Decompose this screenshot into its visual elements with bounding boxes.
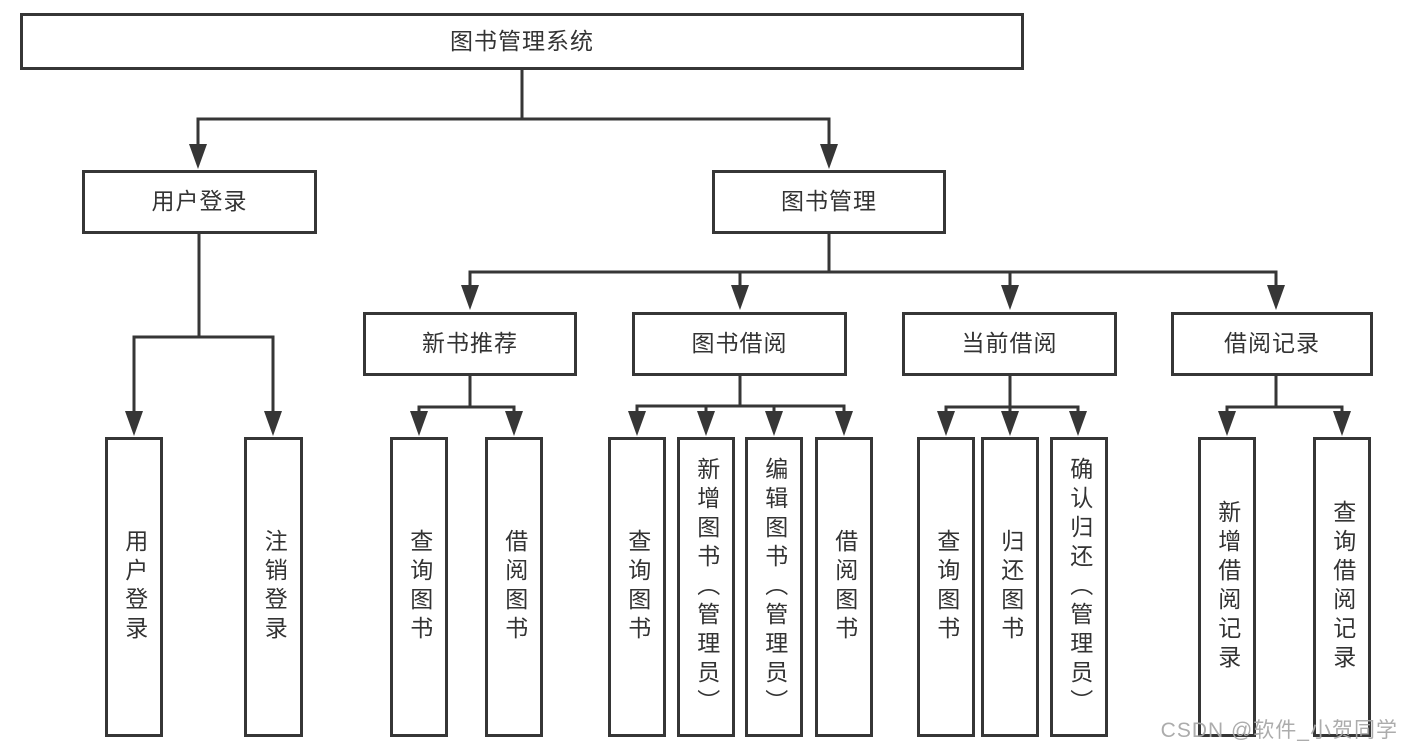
arrowhead-icon [125,411,143,436]
arrowhead-icon [1001,285,1019,310]
node-user-login: 用户登录 [82,170,317,234]
leaf-current-query-books-label: 查询图书 [933,529,960,645]
arrowhead-icon [628,411,646,436]
leaf-records-query-record: 查询借阅记录 [1313,437,1371,737]
leaf-borrow-add-books: 新增图书（管理员） [677,437,735,737]
connector-level2-rail [196,117,831,145]
node-root: 图书管理系统 [20,13,1024,70]
watermark: CSDN @软件_小贺同学 [1160,719,1398,742]
leaf-borrow-query-books: 查询图书 [608,437,666,737]
arrowhead-icon [505,411,523,436]
leaf-logout-label: 注销登录 [261,529,288,645]
node-book-management-label: 图书管理 [781,188,877,215]
leaf-user-login: 用户登录 [105,437,163,737]
leaf-newbook-borrow-books-label: 借阅图书 [501,529,528,645]
arrowhead-icon [820,144,838,169]
arrowhead-icon [410,411,428,436]
arrowhead-icon [461,285,479,310]
arrowhead-icon [697,411,715,436]
node-new-book-recommend: 新书推荐 [363,312,577,376]
arrowhead-icon [189,144,207,169]
node-current-borrow-label: 当前借阅 [961,330,1058,357]
node-book-borrow: 图书借阅 [632,312,847,376]
leaf-current-confirm-return: 确认归还（管理员） [1050,437,1108,737]
node-book-borrow-label: 图书借阅 [691,330,788,357]
arrowhead-icon [1267,285,1285,310]
arrowhead-icon [731,285,749,310]
leaf-borrow-edit-books-label: 编辑图书（管理员） [761,456,788,718]
arrowhead-icon [264,411,282,436]
connector-level3-rail [468,270,1278,286]
leaf-current-return-books: 归还图书 [981,437,1039,737]
leaf-newbook-query-books-label: 查询图书 [406,529,433,645]
leaf-records-query-record-label: 查询借阅记录 [1329,500,1356,674]
node-book-management: 图书管理 [712,170,946,234]
arrowhead-icon [937,411,955,436]
node-borrow-records-label: 借阅记录 [1224,330,1320,357]
node-user-login-label: 用户登录 [151,188,248,215]
leaf-records-add-record-label: 新增借阅记录 [1214,500,1241,674]
leaf-current-confirm-return-label: 确认归还（管理员） [1066,456,1093,718]
arrowhead-icon [1001,411,1019,436]
leaf-records-add-record: 新增借阅记录 [1198,437,1256,737]
leaf-borrow-query-books-label: 查询图书 [624,529,651,645]
arrowhead-icon [1218,411,1236,436]
arrowhead-icon [1069,411,1087,436]
node-new-book-recommend-label: 新书推荐 [422,330,518,357]
leaf-borrow-borrow-books-label: 借阅图书 [831,529,858,645]
connector-login-children [132,234,275,412]
connector-records-children [1225,376,1344,412]
leaf-logout: 注销登录 [244,437,303,737]
arrowhead-icon [765,411,783,436]
node-borrow-records: 借阅记录 [1171,312,1373,376]
connector-borrow-children [635,376,846,412]
arrowhead-icon [1333,411,1351,436]
leaf-newbook-query-books: 查询图书 [390,437,448,737]
leaf-user-login-label: 用户登录 [121,529,148,645]
leaf-borrow-borrow-books: 借阅图书 [815,437,873,737]
node-current-borrow: 当前借阅 [902,312,1117,376]
leaf-borrow-edit-books: 编辑图书（管理员） [745,437,803,737]
leaf-current-query-books: 查询图书 [917,437,975,737]
leaf-borrow-add-books-label: 新增图书（管理员） [693,456,720,718]
connector-current-children [944,376,1080,412]
leaf-newbook-borrow-books: 借阅图书 [485,437,543,737]
connector-newbook-children [417,376,516,412]
node-root-label: 图书管理系统 [450,27,594,54]
leaf-current-return-books-label: 归还图书 [997,529,1024,645]
arrowhead-icon [835,411,853,436]
